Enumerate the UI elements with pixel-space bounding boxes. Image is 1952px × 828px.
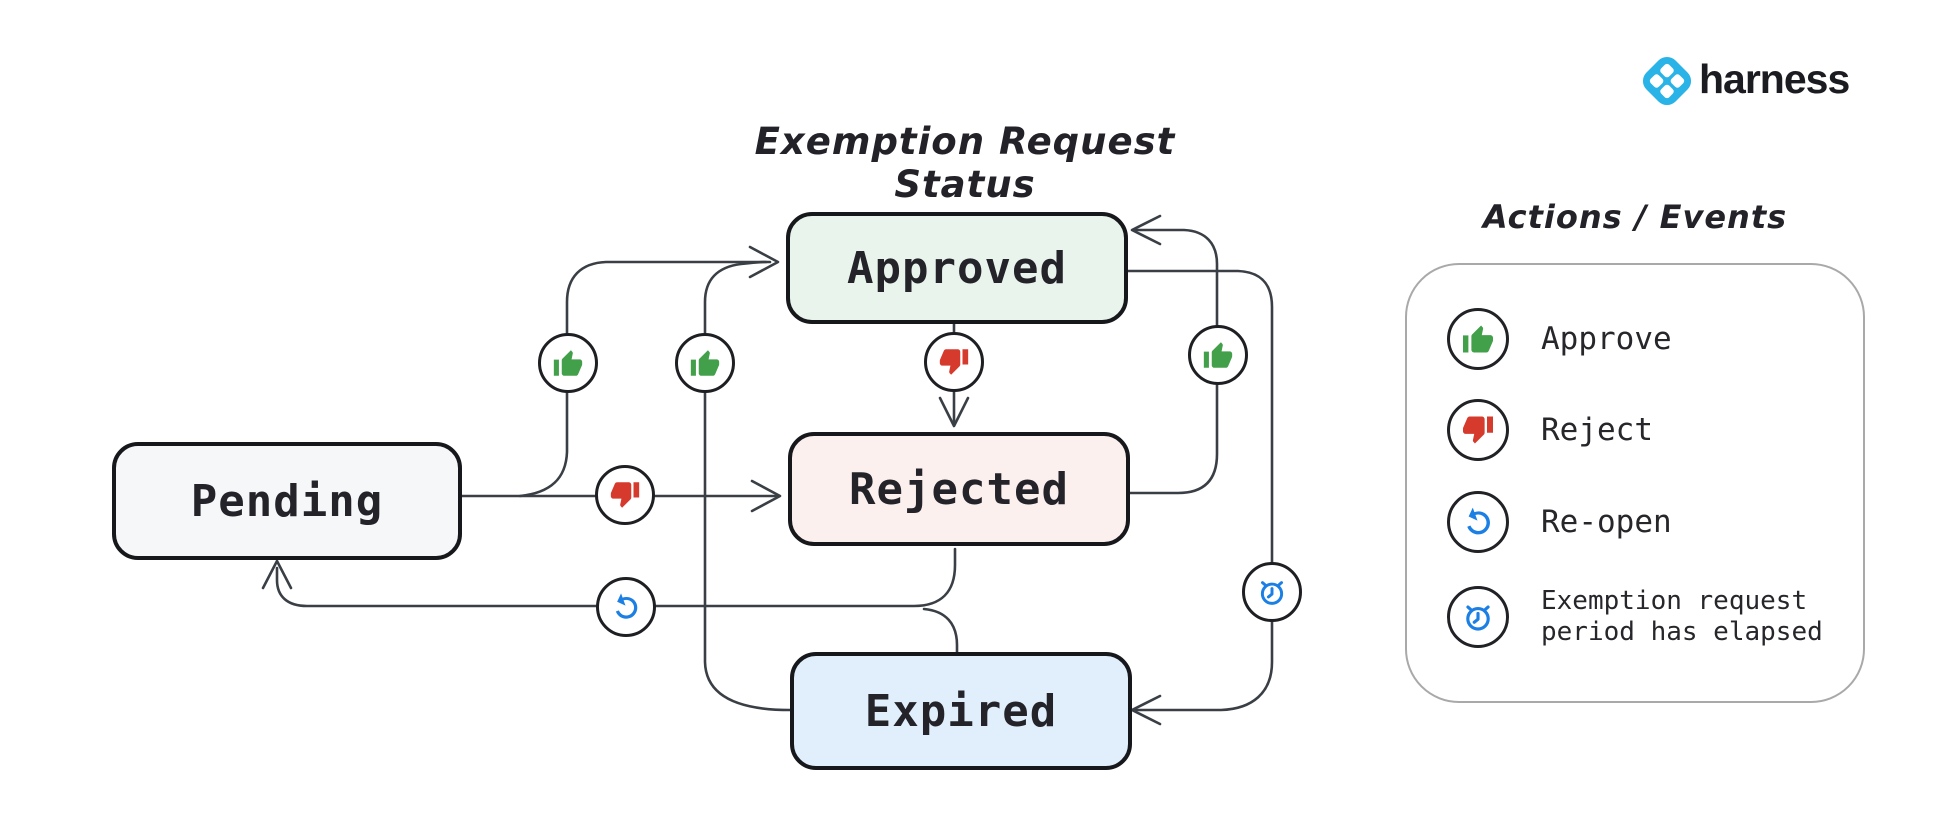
legend-panel: Approve Reject Re-open Exemption request…	[1405, 263, 1865, 703]
thumbs-down-icon	[937, 345, 971, 379]
legend-item-elapsed: Exemption request period has elapsed	[1447, 586, 1831, 649]
legend-item-label: Reject	[1541, 412, 1653, 448]
state-approved: Approved	[786, 212, 1128, 324]
reject-badge-pending-rejected	[595, 465, 655, 525]
thumbs-down-icon	[608, 478, 642, 512]
thumbs-up-icon	[1460, 321, 1496, 357]
state-expired-label: Expired	[864, 685, 1058, 737]
legend-item-label: Exemption request period has elapsed	[1541, 586, 1823, 648]
approve-badge-rejected-approved	[1188, 325, 1248, 385]
approve-badge-pending-approved	[538, 333, 598, 393]
thumbs-down-icon	[1460, 412, 1496, 448]
approve-badge-expired-approved	[675, 333, 735, 393]
alarm-clock-icon	[1255, 575, 1289, 609]
undo-icon	[1460, 504, 1496, 540]
legend-item-label: Approve	[1541, 321, 1672, 357]
legend-title: Actions / Events	[1482, 198, 1788, 236]
reject-badge-approved-rejected	[924, 332, 984, 392]
alarm-clock-icon	[1460, 599, 1496, 635]
thumbs-up-icon	[551, 346, 585, 380]
state-pending-label: Pending	[190, 475, 384, 527]
state-rejected: Rejected	[788, 432, 1130, 546]
thumbs-up-icon	[688, 346, 722, 380]
legend-item-reject: Reject	[1447, 399, 1653, 461]
elapsed-badge	[1242, 562, 1302, 622]
state-expired: Expired	[790, 652, 1132, 770]
undo-icon	[609, 590, 643, 624]
harness-logo-icon	[1642, 56, 1692, 106]
thumbs-up-icon	[1201, 338, 1235, 372]
reopen-badge	[596, 577, 656, 637]
diagram-title: Exemption Request Status	[754, 120, 1176, 206]
state-approved-label: Approved	[847, 242, 1067, 294]
state-pending: Pending	[112, 442, 462, 560]
legend-item-reopen: Re-open	[1447, 491, 1672, 553]
legend-item-approve: Approve	[1447, 308, 1672, 370]
brand-name: harness	[1699, 55, 1850, 102]
legend-item-label: Re-open	[1541, 504, 1672, 540]
state-rejected-label: Rejected	[849, 463, 1069, 515]
harness-logo: harness	[1638, 52, 1850, 110]
